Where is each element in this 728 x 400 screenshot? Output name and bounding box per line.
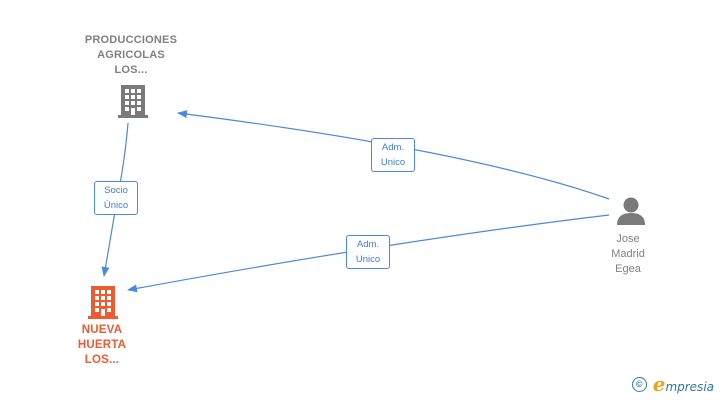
copyright-icon: ©	[631, 376, 647, 392]
node-label-producciones[interactable]: PRODUCCIONES AGRICOLAS LOS...	[84, 34, 178, 76]
logo-text: mpresia	[665, 380, 714, 394]
edge-label-adm-unico-top: Adm. Unico	[371, 138, 415, 172]
building-icon[interactable]	[117, 83, 149, 119]
person-icon[interactable]	[615, 196, 647, 226]
edge-label-socio-unico: Socio Único	[94, 181, 138, 215]
node-label-jose[interactable]: Jose Madrid Egea	[611, 233, 645, 275]
empresia-logo[interactable]: e mpresia	[653, 372, 714, 396]
building-icon[interactable]	[87, 284, 119, 320]
edge-label-adm-unico-bottom: Adm. Unico	[346, 235, 390, 269]
edge-adm-unico-top	[177, 110, 610, 200]
footer-brand: © e mpresia	[631, 372, 714, 396]
node-label-nueva-huerta[interactable]: NUEVA HUERTA LOS...	[77, 324, 127, 366]
logo-e: e	[652, 372, 666, 396]
